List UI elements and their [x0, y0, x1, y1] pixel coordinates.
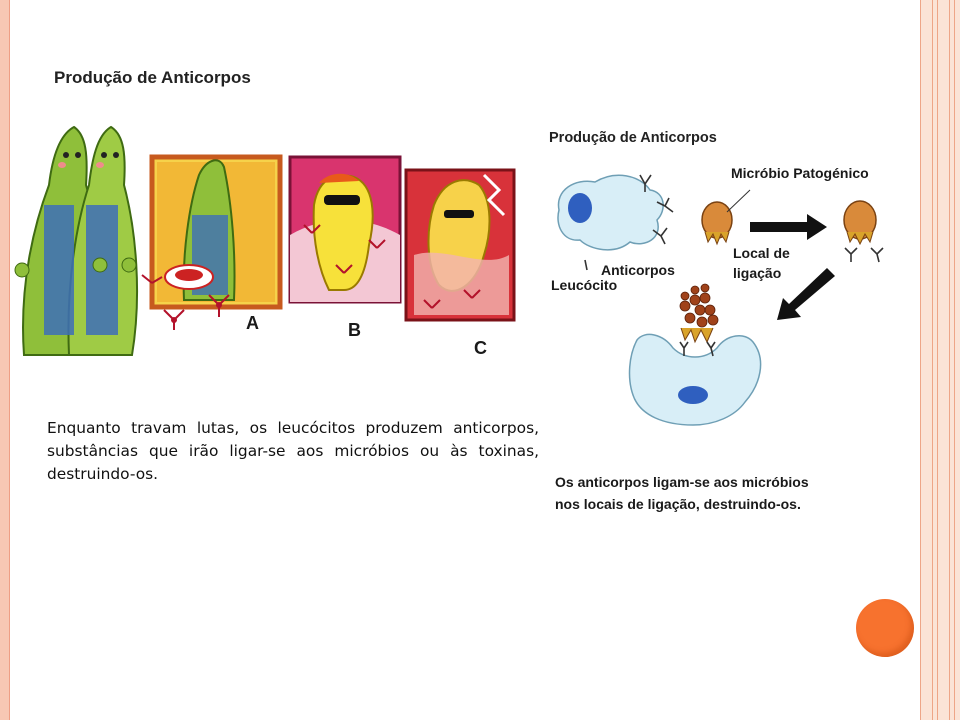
antibodies-label: Anticorpos — [601, 262, 675, 278]
decorative-orange-circle — [856, 599, 914, 657]
bound-microbe-illustration — [844, 201, 883, 262]
leukocyte-label: Leucócito — [551, 277, 617, 293]
arrow-right-icon — [750, 214, 827, 240]
panel-a-label: A — [246, 313, 259, 333]
leukocyte-cell-illustration — [558, 175, 663, 250]
left-border-stripe — [0, 0, 9, 720]
right-figure-caption-line2: nos locais de ligação, destruindo-os. — [555, 496, 801, 512]
pathogenic-microbe-illustration — [702, 190, 750, 244]
binding-site-label-line2: ligação — [733, 265, 781, 281]
panel-c-illustration: C — [406, 170, 514, 358]
right-border-line — [949, 0, 950, 720]
left-border-line — [9, 0, 10, 720]
right-border-line — [932, 0, 933, 720]
engulfing-leukocyte-illustration — [630, 284, 761, 425]
right-border-line — [954, 0, 955, 720]
leukocyte-twins-illustration — [15, 127, 137, 355]
panel-c-label: C — [474, 338, 487, 358]
panel-b-label: B — [348, 320, 361, 340]
left-figure-title: Produção de Anticorpos — [54, 68, 251, 87]
right-border-line — [937, 0, 938, 720]
panel-a-illustration: A — [142, 157, 280, 333]
right-figure-caption-line1: Os anticorpos ligam-se aos micróbios — [555, 474, 809, 490]
right-figure-title: Produção de Anticorpos — [549, 130, 717, 146]
antibody-production-cartoon: Produção de Anticorpos A — [14, 55, 524, 375]
right-border-line — [920, 0, 921, 720]
microbe-label: Micróbio Patogénico — [731, 165, 869, 181]
right-border-panel — [920, 0, 960, 720]
slide-body-text: Enquanto travam lutas, os leucócitos pro… — [47, 417, 539, 486]
panel-b-illustration: B — [290, 157, 400, 340]
binding-site-label-line1: Local de — [733, 245, 790, 261]
arrow-diagonal-icon — [777, 268, 835, 320]
antibody-binding-diagram: Produção de Anticorpos Anticorpos Leucóc… — [545, 120, 915, 520]
